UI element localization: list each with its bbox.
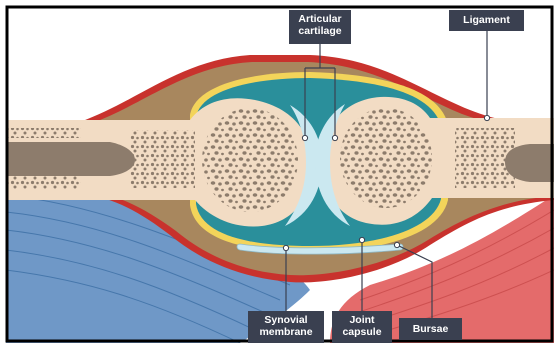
label-joint-capsule: Joint capsule bbox=[332, 311, 392, 343]
left-marrow bbox=[6, 142, 135, 176]
label-articular-cartilage: Articular cartilage bbox=[289, 10, 351, 44]
label-ligament: Ligament bbox=[449, 10, 524, 31]
label-joint-line2: capsule bbox=[337, 326, 387, 338]
left-spongy-bone bbox=[202, 108, 298, 212]
label-bursae-text: Bursae bbox=[404, 323, 457, 335]
label-joint-line1: Joint bbox=[337, 314, 387, 326]
left-shaft-spongy bbox=[130, 130, 195, 188]
label-articular-line1: Articular bbox=[294, 13, 346, 25]
label-synovial-line2: membrane bbox=[253, 326, 319, 338]
label-bursae: Bursae bbox=[399, 318, 462, 340]
right-spongy-bone bbox=[340, 108, 432, 208]
label-synovial-line1: Synovial bbox=[253, 314, 319, 326]
label-synovial-membrane: Synovial membrane bbox=[248, 311, 324, 343]
label-ligament-text: Ligament bbox=[454, 14, 519, 26]
label-articular-line2: cartilage bbox=[294, 25, 346, 37]
